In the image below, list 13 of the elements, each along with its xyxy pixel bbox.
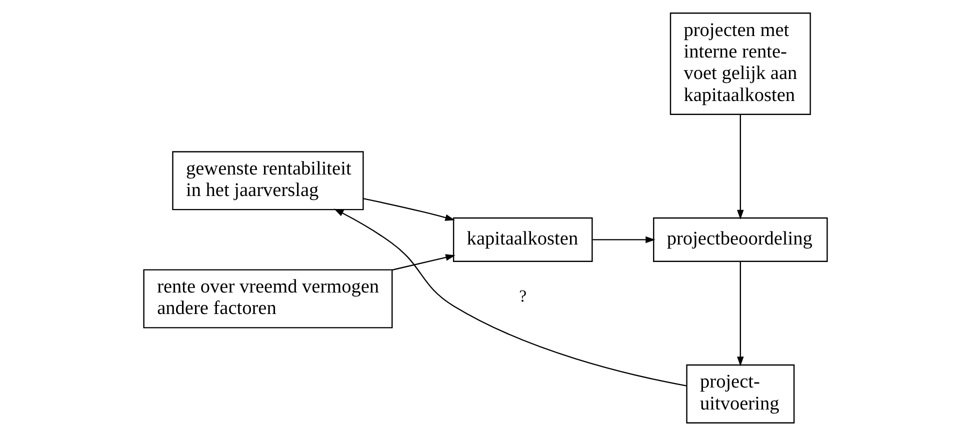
node-box: kapitaalkosten bbox=[452, 217, 593, 262]
arrow bbox=[334, 208, 687, 386]
arrow bbox=[392, 254, 456, 270]
arrow bbox=[592, 236, 656, 244]
node-box: gewenste rentabiliteit in het jaarverslag bbox=[172, 151, 364, 210]
node-box: projectbeoordeling bbox=[653, 217, 828, 262]
node-box: rente over vreemd vermogen andere factoren bbox=[143, 269, 393, 328]
arrow bbox=[737, 114, 744, 220]
edge-label: ? bbox=[519, 286, 527, 306]
arrow bbox=[737, 262, 744, 366]
node-box: projecten met interne rente- voet gelijk aan kapitaalkosten bbox=[670, 12, 811, 115]
arrow bbox=[363, 198, 455, 221]
node-box: project- uitvoering bbox=[686, 364, 795, 424]
